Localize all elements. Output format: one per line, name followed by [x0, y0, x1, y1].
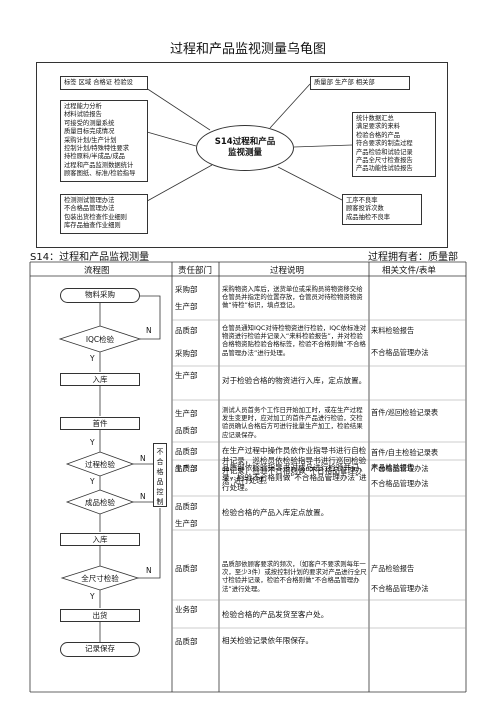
flow-iqc: IQC检验 [85, 335, 115, 344]
row5-dept: 品质部生产部 [175, 447, 198, 473]
turtle-kpi-line: 顾客投诉次数 [346, 205, 384, 213]
flow-shipping: 出货 [60, 609, 140, 622]
fullsize-yes-label: Y [90, 592, 95, 601]
row3-desc: 对于检验合格的物资进行入库，定点放置。 [222, 376, 367, 385]
col-header-forms: 相关文件/表单 [382, 266, 436, 276]
turtle-input-line: 控制计划/特殊特性要求 [64, 145, 130, 153]
flow-storage-in: 入库 [60, 373, 140, 386]
turtle-kpi-line: 成品抽检不良率 [346, 213, 391, 221]
flow-full-size-check: 全尺寸检验 [81, 574, 119, 583]
flow-process-check: 过程检验 [85, 460, 115, 469]
row1-desc: 采购物资入库后，送货单位或采购员将物资移交给仓管员并指定的位置存放，仓管员对待检… [222, 285, 363, 310]
turtle-who-box: 质量部 生产部 相关部 [310, 76, 410, 91]
turtle-methods-box: 检测测试管理办法不合格品管理办法包装出货检查作业细则库存品抽查作业细则 [60, 194, 148, 234]
turtle-output-line: 产品全尺寸检查报告 [356, 157, 413, 165]
row2-forms: 来料检验报告不合格品管理办法 [371, 326, 429, 357]
turtle-input-line: 过程能力分析 [64, 103, 102, 110]
flow-finished-check: 成品检验 [85, 498, 115, 507]
turtle-inputs-box: 过程能力分析材料试验报告可接受的测量系统质量目标完成情况采购计划/生产计划控制计… [60, 100, 148, 182]
turtle-output-line: 统计数据汇总 [356, 115, 394, 122]
flow-first-piece: 首件 [60, 417, 140, 430]
row8-forms: 产品检验报告不合格品管理办法 [371, 564, 429, 593]
row6-desc: 品质部依检验指导书对成品进行检验并记录，检验不合格则做“不合格品管理办法”进行处… [222, 463, 367, 492]
finished-no-label: N [140, 492, 146, 501]
turtle-center-process: S14过程和产品 监视测量 [196, 125, 294, 171]
row3-dept: 生产部 [175, 371, 198, 380]
turtle-kpi-box: 工序不良率顾客投诉次数成品抽检不良率 [342, 194, 422, 226]
turtle-input-line: 材料试验报告 [64, 111, 102, 119]
document-title: 过程和产品监视测量乌龟图 [169, 42, 326, 57]
row2-dept: 品质部采购部 [175, 326, 198, 358]
turtle-input-line: 可接受的测量系统 [64, 119, 115, 127]
turtle-output-line: 满足要求的来料 [356, 123, 401, 131]
turtle-kpi-line: 工序不良率 [346, 197, 378, 204]
row10-dept: 品质部 [175, 637, 198, 646]
row1-dept: 采购部生产部 [175, 285, 198, 311]
flow-purchase: 物料采购 [60, 288, 140, 303]
turtle-method-line: 库存品抽查作业细则 [64, 222, 121, 230]
row10-desc: 相关检验记录依年限保存。 [222, 636, 314, 645]
flow-record-keeping: 记录保存 [60, 642, 140, 657]
row7-desc: 检验合格的产品入库定点放置。 [222, 508, 329, 517]
row2-desc: 仓管员通知IQC对待检物资进行检验，IQC依标准对物资进行检验并记录入“来料检验… [222, 324, 367, 357]
row4-dept: 生产部品质部 [175, 409, 198, 435]
turtle-output-line: 产品检验和试验记录 [356, 148, 413, 156]
turtle-input-line: 质量目标完成情况 [64, 128, 115, 136]
row4-forms: 首件/巡回检验记录表 [371, 408, 439, 417]
process-yes-label: Y [90, 438, 95, 447]
col-header-desc: 过程说明 [270, 266, 305, 276]
iqc-yes-label: Y [90, 354, 95, 363]
row6-dept: 品质部 [175, 464, 198, 473]
row8-desc: 品质部依顾客要求的频次，（如客户不要求则每年一次，至少3件）或按控制计划的要求对… [222, 560, 367, 593]
finished-yes-label: Y [90, 477, 95, 486]
turtle-input-line: 顾客图纸、标准/检验指导 [64, 170, 136, 178]
row6-forms: 产品检验报告不合格品管理办法 [371, 463, 429, 488]
turtle-input-line: 采购计划/生产计划 [64, 136, 117, 144]
row5-forms: 首件/自主检验记录表不合格品管理办法 [371, 448, 439, 473]
row7-dept: 品质部生产部 [175, 502, 198, 528]
row9-dept: 业务部 [175, 605, 198, 614]
row5-desc: 在生产过程中操作员依作业指导书进行自检并记录，巡检员依检验指导书进行巡回检验并记… [222, 446, 367, 485]
turtle-diagram-frame [36, 62, 448, 248]
process-no-label: N [140, 454, 146, 463]
flow-reject-control: 不合格品控制 [153, 443, 167, 507]
turtle-resources-box: 标签 区域 合格证 检验设 [60, 76, 148, 91]
process-owner: 过程拥有者：质量部 [368, 252, 458, 263]
turtle-method-line: 不合格品管理办法 [64, 205, 115, 213]
row4-desc: 测试人员首务个工作日开始加工时，或在生产过程发生变更时，应对加工的首件产品进行检… [222, 406, 363, 439]
turtle-outputs-box: 统计数据汇总满足要求的来料检验合格的产品符合要求的制造过程产品检验和试验记录产品… [352, 112, 436, 177]
turtle-output-line: 产品功能性试验报告 [356, 165, 413, 173]
row9-desc: 检验合格的产品发货至客户处。 [222, 610, 329, 619]
turtle-method-line: 包装出货检查作业细则 [64, 213, 127, 221]
turtle-output-line: 符合要求的制造过程 [356, 140, 413, 148]
flow-storage-in-2: 入库 [60, 533, 140, 546]
fullsize-no-label: N [146, 566, 152, 575]
col-header-flowchart: 流程图 [84, 266, 110, 276]
section-title: S14：过程和产品监视测量 [30, 252, 150, 263]
turtle-input-line: 持检原料/半成品/成品 [64, 153, 125, 161]
turtle-output-line: 检验合格的产品 [356, 131, 401, 139]
row8-dept: 品质部 [175, 564, 198, 573]
col-header-dept: 责任部门 [178, 266, 213, 276]
turtle-input-line: 过程和产品监测数据统计 [64, 161, 134, 169]
iqc-no-label: N [146, 326, 152, 335]
turtle-method-line: 检测测试管理办法 [64, 197, 115, 204]
